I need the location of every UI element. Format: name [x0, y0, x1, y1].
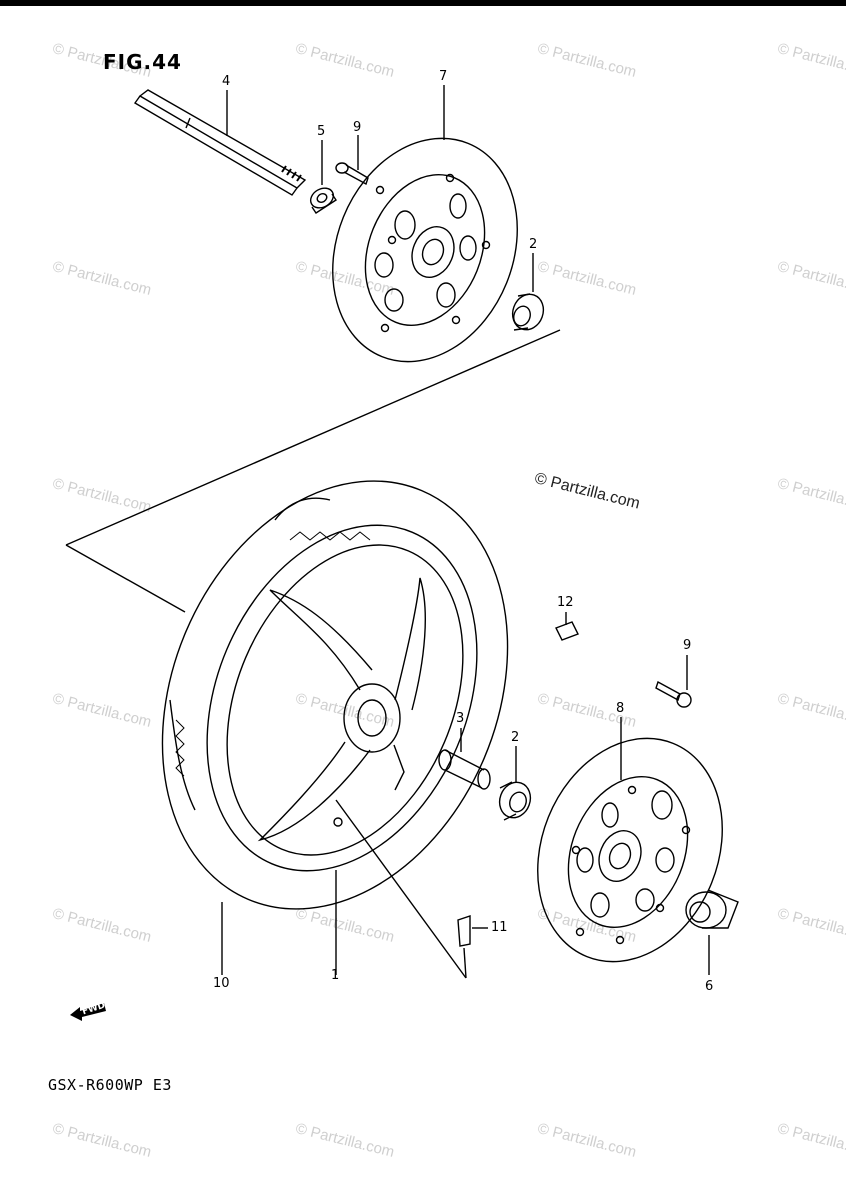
disc-bolt: [655, 680, 692, 708]
callout-label: 9: [353, 120, 362, 135]
valve: [555, 621, 579, 641]
callout-label: 9: [683, 638, 692, 653]
axle: [133, 89, 307, 196]
callout-label: 2: [529, 237, 538, 252]
top-border: [0, 0, 846, 6]
brake-disc-right: [537, 737, 723, 963]
callout-label: 2: [511, 730, 520, 745]
callout-label: 1: [331, 968, 340, 983]
callout-label: 7: [439, 69, 448, 84]
callout-label: 8: [616, 701, 625, 716]
bearing-lower: [498, 781, 532, 821]
callout-label: 6: [705, 979, 714, 994]
spacer: [438, 749, 491, 790]
callout-label: 12: [557, 595, 574, 610]
figure-title: FIG.44: [103, 50, 182, 74]
balancer: [457, 915, 471, 947]
callout-label: 5: [317, 124, 326, 139]
model-code: GSX-R600WP E3: [48, 1076, 172, 1094]
callout-label: 10: [213, 976, 230, 991]
callout-label: 3: [456, 711, 465, 726]
collar: [309, 187, 337, 214]
bearing-upper: [511, 293, 545, 331]
brake-disc-left: [332, 137, 518, 363]
forward-arrow-icon: [70, 1003, 106, 1021]
front-wheel: [161, 480, 509, 910]
collar-right: [685, 889, 739, 929]
disc-bolt: [335, 162, 369, 186]
callout-label: 4: [222, 74, 231, 89]
callout-label: 11: [491, 920, 508, 935]
